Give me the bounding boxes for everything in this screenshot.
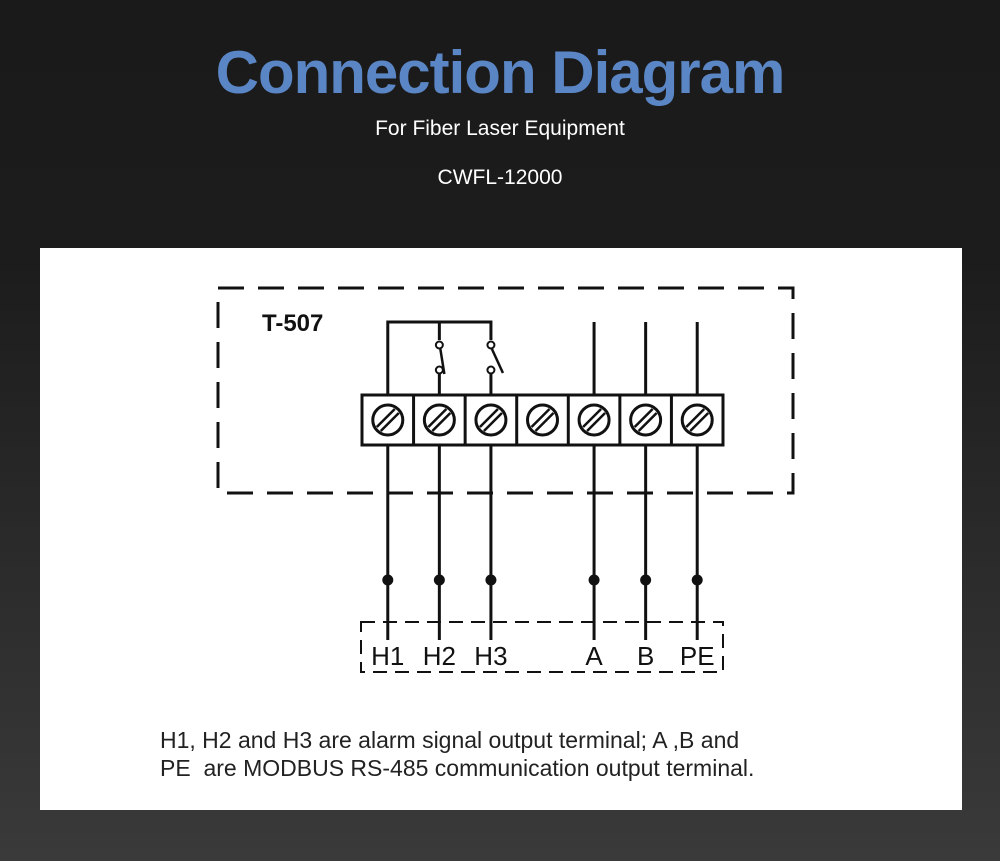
output-label-pe: PE: [680, 641, 715, 671]
device-label: T-507: [262, 310, 323, 337]
screw-icon: [422, 403, 456, 437]
relay-contact: [434, 365, 444, 375]
junction-dot: [640, 574, 652, 586]
output-label-h3: H3: [474, 641, 507, 671]
screw-icon: [629, 403, 663, 437]
note-line-1: H1, H2 and H3 are alarm signal output te…: [160, 727, 740, 753]
model-label: CWFL-12000: [437, 166, 563, 189]
screw-icon: [680, 403, 714, 437]
device-boundary: [216, 286, 795, 495]
page-title: Connection Diagram: [215, 39, 786, 106]
output-boundary: [360, 621, 724, 673]
screw-icon: [526, 403, 559, 437]
note-line-2: PE are MODBUS RS-485 communication outpu…: [160, 755, 755, 781]
switch-closed: [439, 348, 446, 375]
output-label-h1: H1: [371, 641, 404, 671]
switch-open: [490, 348, 505, 374]
subtitle: For Fiber Laser Equipment: [375, 117, 625, 140]
relay-contact: [434, 340, 444, 350]
screw-icon: [474, 403, 508, 437]
relay-contact: [486, 340, 496, 350]
terminal-block: [360, 393, 725, 447]
relay-contact: [486, 365, 496, 375]
note: H1, H2 and H3 are alarm signal output te…: [160, 726, 754, 782]
output-label-b: B: [637, 641, 654, 671]
junction-dot: [433, 574, 445, 586]
screw-icon: [371, 403, 405, 437]
output-label-a: A: [585, 641, 603, 671]
diagram-panel: [40, 248, 962, 810]
screw-icon: [577, 403, 611, 437]
junction-dot: [485, 574, 497, 586]
junction-dot: [588, 574, 600, 586]
junction-dot: [691, 574, 703, 586]
output-label-h2: H2: [423, 641, 456, 671]
junction-dot: [382, 574, 394, 586]
